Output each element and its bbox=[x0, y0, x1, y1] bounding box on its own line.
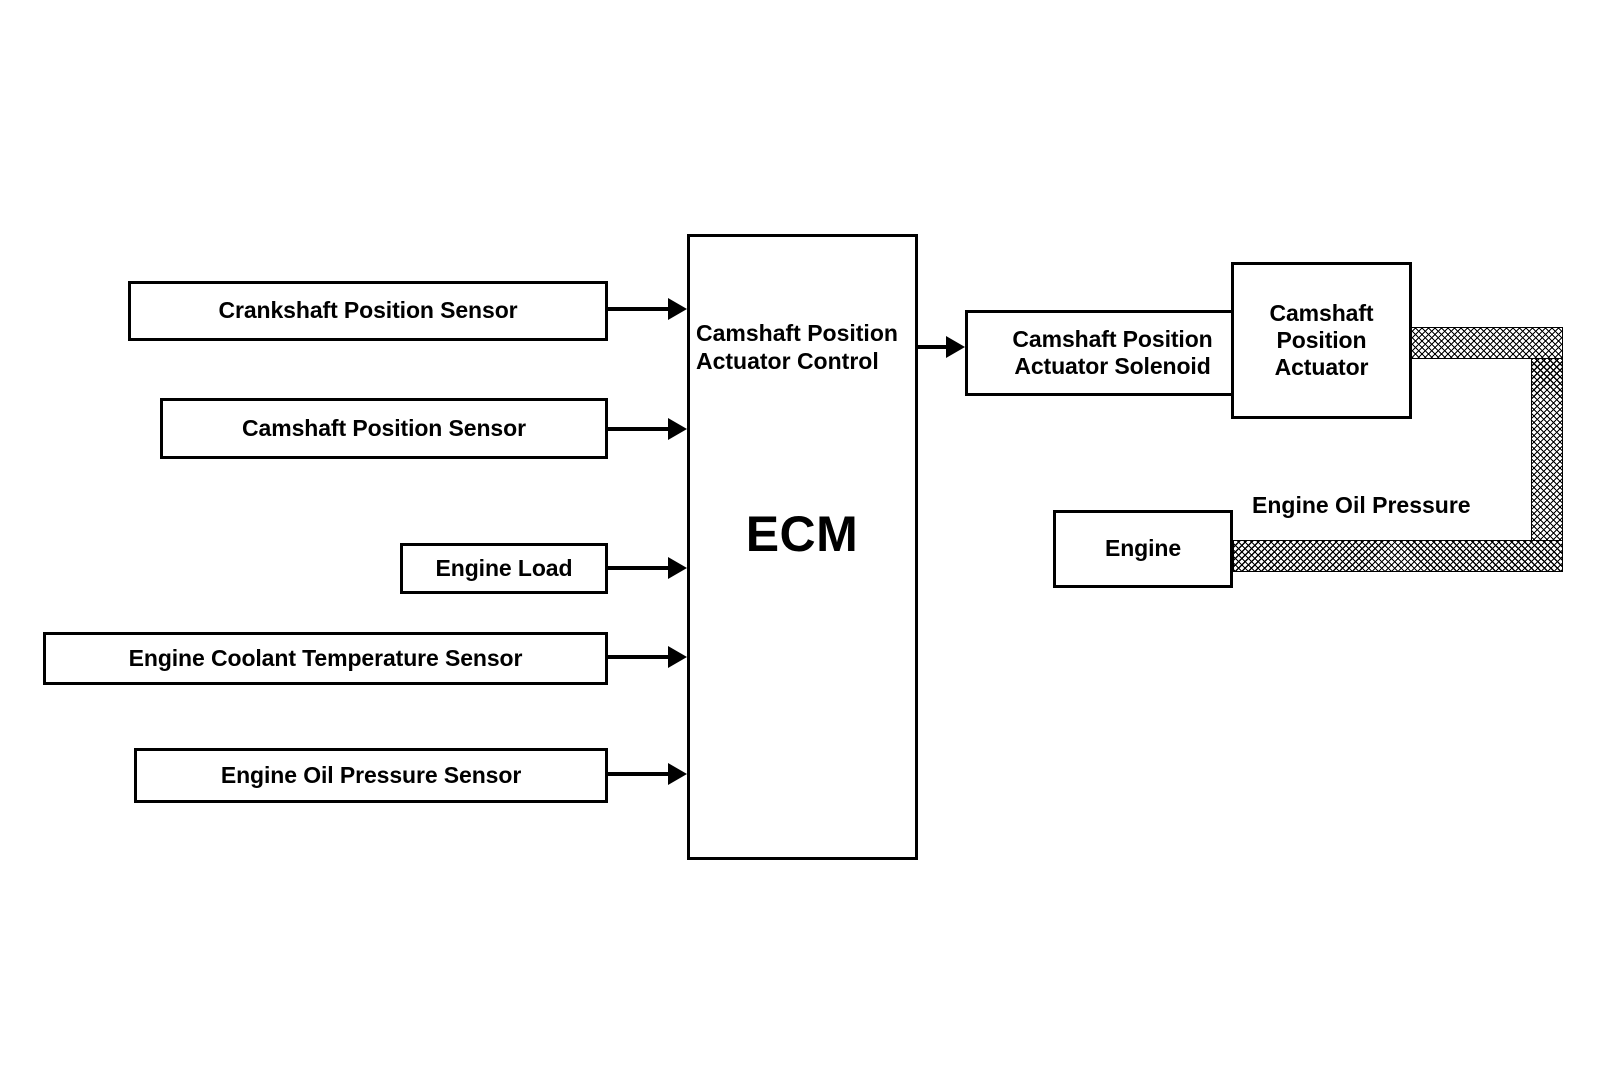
oil-pipe-vertical-segment bbox=[1531, 327, 1563, 572]
arrow-line-crankshaft-to-ecm bbox=[608, 307, 668, 311]
input-box-crankshaft-position-sensor[interactable]: Crankshaft Position Sensor bbox=[128, 281, 608, 341]
arrow-head-oil-pressure-to-ecm bbox=[668, 763, 687, 785]
arrow-head-crankshaft-to-ecm bbox=[668, 298, 687, 320]
output-label-camshaft-position-actuator-solenoid: Camshaft Position Actuator Solenoid bbox=[1012, 325, 1213, 379]
arrow-head-coolant-temp-to-ecm bbox=[668, 646, 687, 668]
oil-pipe-top-segment bbox=[1411, 327, 1563, 359]
input-box-engine-coolant-temperature-sensor[interactable]: Engine Coolant Temperature Sensor bbox=[43, 632, 608, 685]
engine-box[interactable]: Engine bbox=[1053, 510, 1233, 588]
oil-pressure-label: Engine Oil Pressure bbox=[1252, 492, 1471, 518]
output-box-camshaft-position-actuator[interactable]: Camshaft Position Actuator bbox=[1231, 262, 1412, 419]
input-label-engine-oil-pressure-sensor: Engine Oil Pressure Sensor bbox=[220, 761, 522, 788]
input-label-camshaft-position-sensor: Camshaft Position Sensor bbox=[242, 414, 526, 441]
input-box-camshaft-position-sensor[interactable]: Camshaft Position Sensor bbox=[160, 398, 608, 459]
ecm-name-label: ECM bbox=[745, 506, 859, 562]
engine-label: Engine bbox=[1104, 535, 1182, 562]
arrow-line-engine-load-to-ecm bbox=[608, 566, 668, 570]
arrow-head-camshaft-sensor-to-ecm bbox=[668, 418, 687, 440]
input-label-crankshaft-position-sensor: Crankshaft Position Sensor bbox=[218, 297, 518, 324]
arrow-line-ecm-to-solenoid bbox=[918, 345, 946, 349]
arrow-line-coolant-temp-to-ecm bbox=[608, 655, 668, 659]
ecm-box[interactable] bbox=[687, 234, 918, 860]
oil-pipe-bottom-segment bbox=[1233, 540, 1563, 572]
ecm-function-label: Camshaft Position Actuator Control bbox=[696, 320, 898, 374]
arrow-head-ecm-to-solenoid bbox=[946, 336, 965, 358]
arrow-line-camshaft-sensor-to-ecm bbox=[608, 427, 668, 431]
arrow-head-engine-load-to-ecm bbox=[668, 557, 687, 579]
input-box-engine-oil-pressure-sensor[interactable]: Engine Oil Pressure Sensor bbox=[134, 748, 608, 803]
output-label-camshaft-position-actuator: Camshaft Position Actuator bbox=[1269, 299, 1374, 381]
input-box-engine-load[interactable]: Engine Load bbox=[400, 543, 608, 594]
output-box-camshaft-position-actuator-solenoid[interactable]: Camshaft Position Actuator Solenoid bbox=[965, 310, 1260, 396]
input-label-engine-load: Engine Load bbox=[435, 554, 573, 581]
arrow-line-oil-pressure-to-ecm bbox=[608, 772, 668, 776]
input-label-engine-coolant-temperature-sensor: Engine Coolant Temperature Sensor bbox=[128, 644, 523, 671]
